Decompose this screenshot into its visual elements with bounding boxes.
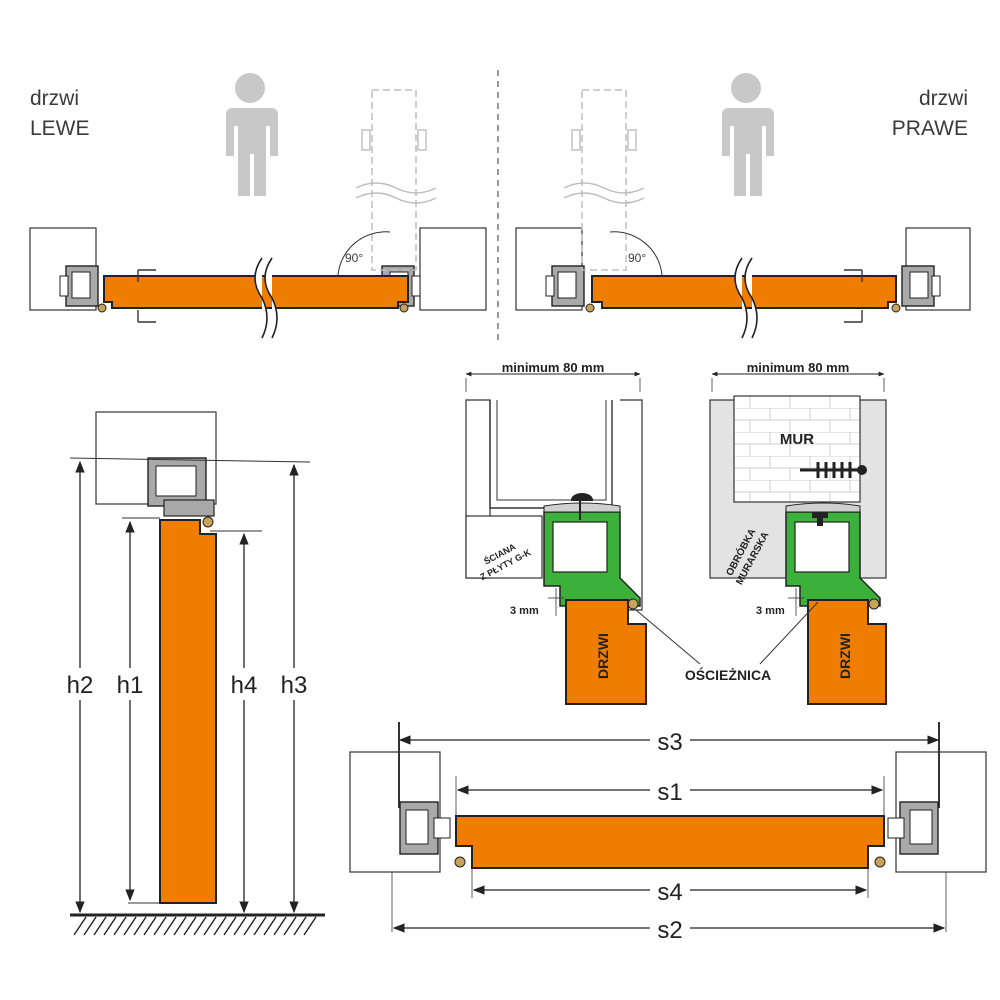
wall-label-right: MUR <box>780 431 814 448</box>
s1-label: s1 <box>657 779 682 806</box>
wall-plug-icon <box>800 462 860 478</box>
s2-label: s2 <box>657 917 682 944</box>
left-door-label-1: drzwi <box>30 87 79 110</box>
s3-label: s3 <box>657 729 682 756</box>
right-door-plan: 90° <box>515 89 971 339</box>
h1-label: h1 <box>117 672 144 699</box>
seal-icon <box>627 598 639 610</box>
right-door-label-2: PRAWE <box>892 117 968 140</box>
left-door-label-2: LEWE <box>30 117 90 140</box>
angle-left: 90° <box>345 251 363 265</box>
ground-hatch-icon <box>73 916 317 936</box>
person-icon <box>722 73 774 196</box>
left-door-plan: 90° <box>29 89 487 339</box>
h4-label: h4 <box>231 672 258 699</box>
min-width-right: minimum 80 mm <box>747 360 850 375</box>
gap-left: 3 mm <box>510 605 539 617</box>
right-door-label-1: drzwi <box>919 87 968 110</box>
angle-right: 90° <box>628 251 646 265</box>
door-label-left: DRZWI <box>595 633 611 679</box>
s4-label: s4 <box>657 879 682 906</box>
h3-label: h3 <box>281 672 308 699</box>
detail-right: minimum 80 mm MUR OBRÓBKA MURARSKA DRZWI… <box>709 360 887 705</box>
h2-label: h2 <box>67 672 94 699</box>
screw-icon <box>570 493 594 520</box>
detail-left: minimum 80 mm ŚCIANA Z PŁYTY G-K DRZWI 3… <box>465 360 647 705</box>
min-width-left: minimum 80 mm <box>502 360 605 375</box>
gap-right: 3 mm <box>756 605 785 617</box>
person-icon <box>226 73 278 196</box>
door-label-right: DRZWI <box>837 633 853 679</box>
width-diagram: s3 s1 s4 s2 <box>349 722 987 944</box>
frame-label: OŚCIEŻNICA <box>685 666 771 683</box>
height-diagram: h2 h1 h4 h3 <box>62 411 325 936</box>
